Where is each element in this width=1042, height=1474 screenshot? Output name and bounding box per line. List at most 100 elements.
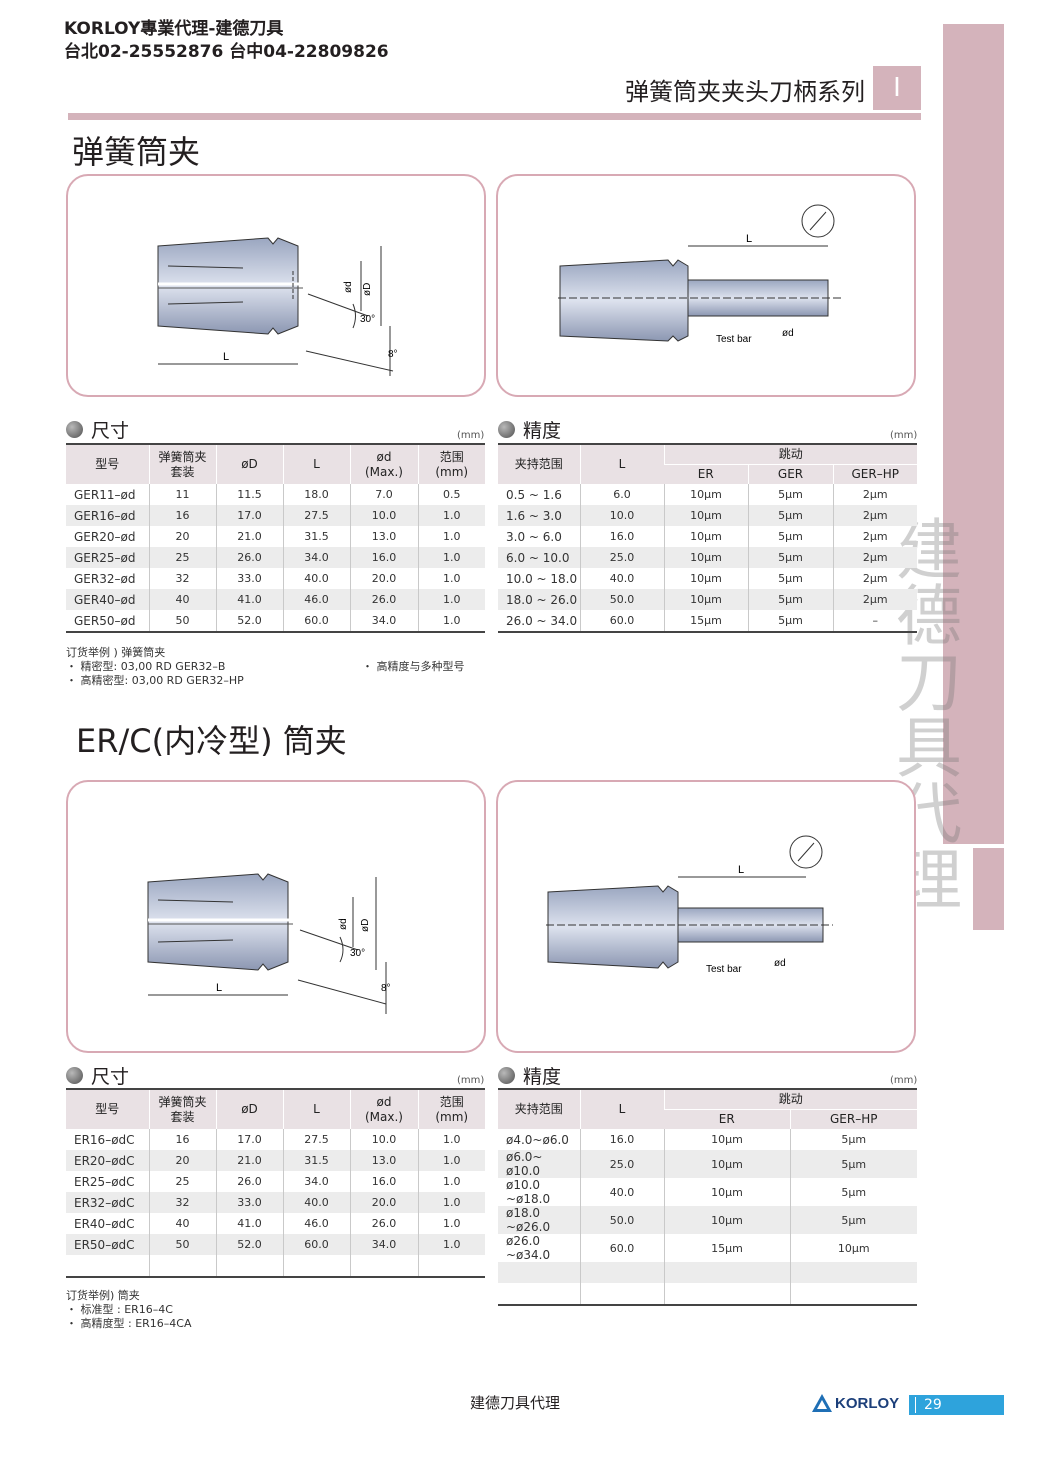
table-cell: ER25–ødC: [74, 1174, 135, 1189]
svg-text:ød: ød: [338, 918, 349, 930]
svg-text:L: L: [738, 864, 744, 876]
side-tab-label: 工具系统: [953, 868, 963, 904]
table-cell: 1.0: [417, 1150, 485, 1171]
table-cell: 3.0 ~ 6.0: [506, 529, 562, 544]
runout-test-drawing: L Test bar ød: [546, 835, 833, 975]
series-title: 弹簧筒夹夹头刀柄系列: [625, 78, 865, 106]
col-header: 范围 (mm): [417, 1088, 485, 1129]
footer-agent: 建德刀具代理: [470, 1394, 561, 1412]
table-cell: ø4.0~ø6.0: [506, 1132, 569, 1147]
collet-dimension-drawing: L 30° ød øD 8°: [157, 237, 398, 376]
header-phones: 台北02-25552876 台中04-22809826: [64, 42, 389, 62]
order-item: ・ 高精度型 : ER16–4CA: [66, 1317, 192, 1330]
table-cell: 52.0: [215, 1234, 283, 1255]
table-cell: 46.0: [282, 589, 350, 610]
bullet-icon: [498, 421, 515, 438]
runout-test-drawing: L Test bar ød: [558, 204, 843, 345]
svg-text:8°: 8°: [388, 349, 398, 360]
col-header: GER–HP: [789, 1108, 917, 1129]
table-cell: 27.5: [282, 1129, 350, 1150]
table-cell: 10μm: [663, 1206, 790, 1234]
table-row: [66, 1255, 485, 1278]
svg-text:øD: øD: [360, 919, 371, 932]
table-cell: [663, 1262, 790, 1283]
table-cell: 33.0: [215, 568, 283, 589]
table-cell: 10μm: [663, 568, 748, 589]
table-cell: ER40–ødC: [74, 1216, 135, 1231]
section1-dim-unit: (mm): [457, 430, 485, 441]
footer-brand: KORLOY: [835, 1394, 900, 1412]
table-cell: ER20–ødC: [66, 1150, 149, 1171]
table-cell: ER50–ødC: [66, 1234, 149, 1255]
series-rule: [68, 113, 921, 120]
table-cell: 21.0: [215, 526, 283, 547]
section2-title: ER/C(内冷型) 筒夹: [76, 722, 347, 760]
table-cell: 10μm: [663, 1178, 790, 1206]
table-cell: ø18.0 ~ø26.0: [498, 1206, 580, 1234]
col-header: 弹簧筒夹 套装: [148, 443, 216, 484]
col-header: GER: [747, 463, 833, 484]
table-cell: 25: [148, 547, 216, 568]
table-cell: ø6.0~ ø10.0: [498, 1150, 580, 1178]
table-cell: 50.0: [579, 589, 664, 610]
table-cell: [215, 1255, 283, 1278]
table-cell: 16.0: [579, 1129, 664, 1150]
section1-acc-title: 精度: [498, 416, 561, 443]
table-cell: 10.0: [349, 505, 418, 526]
table-cell: [148, 1255, 216, 1278]
table-cell: [789, 1262, 917, 1283]
table-cell: 1.0: [417, 547, 485, 568]
col-header: ER: [664, 463, 748, 484]
table-cell: 7.0: [349, 484, 418, 505]
col-header: øD: [215, 1088, 283, 1129]
section2-diagram-right: L Test bar ød: [496, 780, 916, 1053]
table-cell: 32: [148, 1192, 216, 1213]
table-cell: GER25–ød: [66, 547, 149, 568]
table-cell: 26.0: [349, 1213, 418, 1234]
table-cell: 34.0: [282, 1171, 350, 1192]
svg-text:Test bar: Test bar: [706, 964, 742, 975]
table-cell: [579, 1262, 664, 1283]
table-cell: 0.5 ~ 1.6: [506, 487, 562, 502]
col-header: L: [579, 443, 664, 484]
table-cell: 1.0: [417, 1129, 485, 1150]
table-cell: 40: [148, 1213, 216, 1234]
table-cell: 2μm: [832, 568, 917, 589]
table-cell: 1.0: [417, 568, 485, 589]
table-cell: 2μm: [832, 589, 917, 610]
table-cell: 10μm: [663, 526, 748, 547]
col-header: ER: [664, 1108, 790, 1129]
col-header: 弹簧筒夹 套装: [148, 1088, 216, 1129]
section2-acc-unit: (mm): [890, 1075, 918, 1086]
table-cell: 60.0: [282, 1234, 350, 1255]
section1-title: 弹簧筒夹: [72, 133, 201, 171]
svg-text:L: L: [216, 982, 222, 994]
table-cell: [663, 1283, 790, 1306]
table-cell: 1.0: [417, 610, 485, 633]
table-cell: 1.0: [417, 526, 485, 547]
table-cell: 20.0: [349, 1192, 418, 1213]
table-cell: ER32–ødC: [66, 1192, 149, 1213]
table-cell: 18.0: [282, 484, 350, 505]
table-cell: 20: [148, 1150, 216, 1171]
table-cell: 60.0: [579, 1234, 664, 1262]
table-cell: 40.0: [579, 1178, 664, 1206]
table-row: [498, 1262, 917, 1283]
table-cell: 5μm: [747, 547, 833, 568]
table-cell: 40.0: [579, 568, 664, 589]
order-title: 订货举例) 筒夹: [66, 1289, 140, 1302]
table-cell: 1.6 ~ 3.0: [498, 505, 580, 526]
section1-diagram-right: L Test bar ød: [496, 174, 916, 397]
table-cell: 26.0 ~ 34.0: [498, 610, 580, 633]
col-header: L: [579, 1088, 664, 1129]
table-cell: 16.0: [579, 526, 664, 547]
